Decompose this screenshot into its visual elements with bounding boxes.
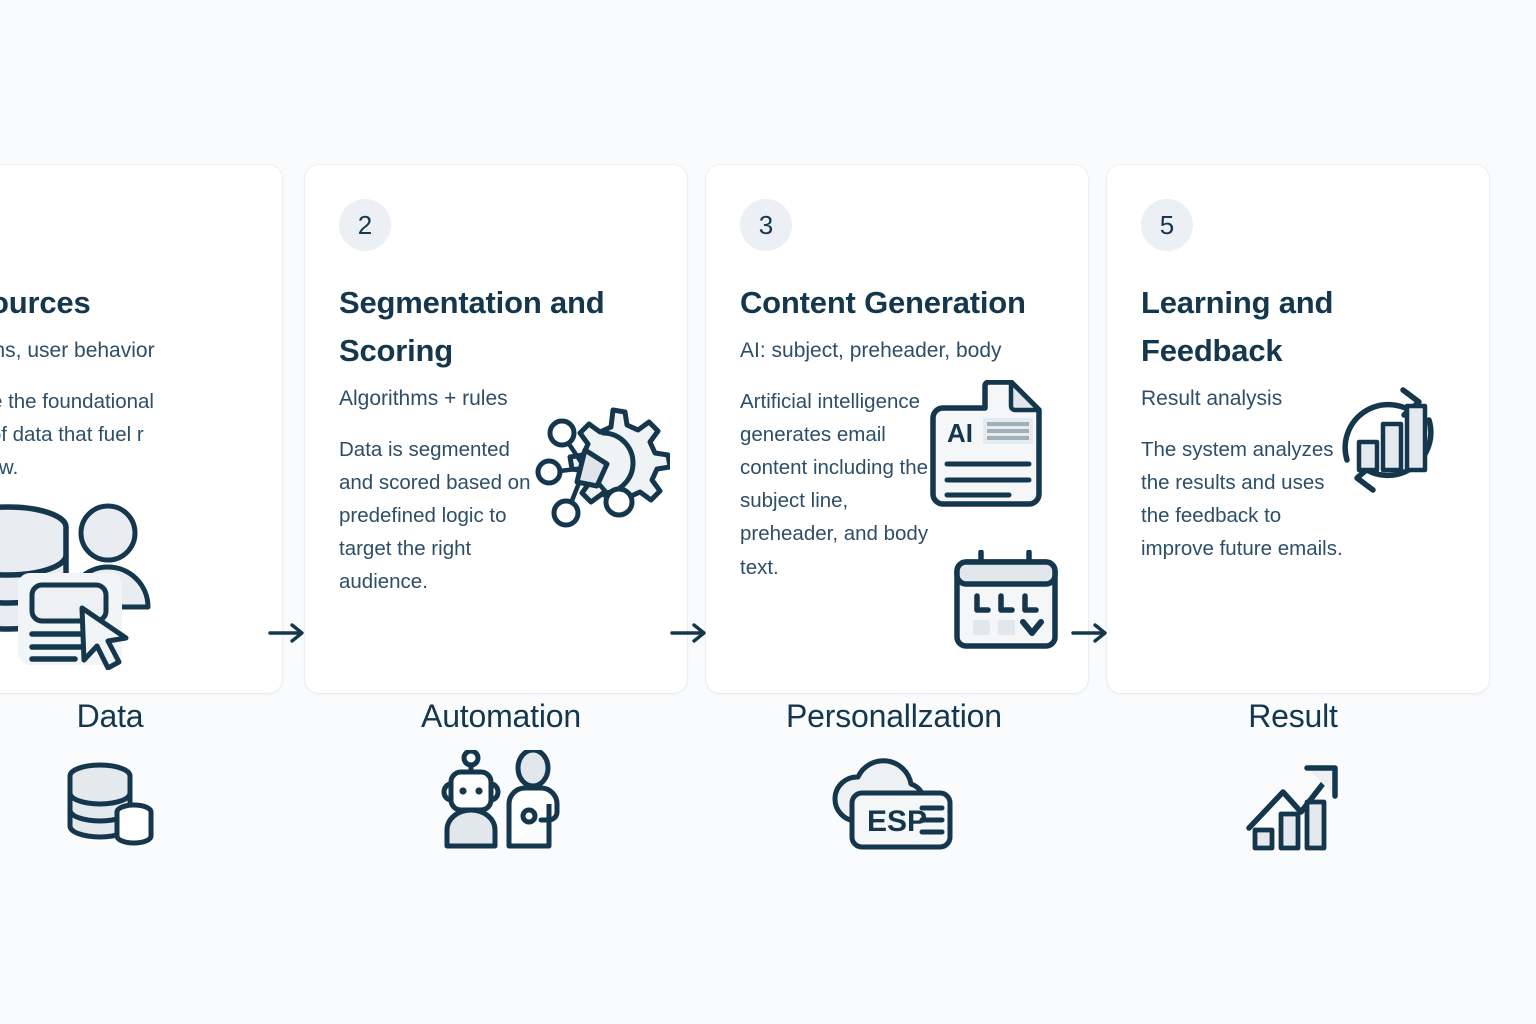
step-badge-3: 3 (740, 199, 792, 251)
flow-label: Data (76, 698, 144, 734)
step-number: 3 (758, 209, 774, 240)
flow-label: Result (1248, 698, 1338, 734)
ai-document-icon: AI (921, 380, 1046, 515)
card-title: Learning and Feedback (1141, 285, 1334, 369)
card-subtitle: Algorithms + rules (339, 387, 508, 411)
step-number: 2 (357, 209, 373, 240)
card-subtitle: AI: subject, preheader, body (740, 339, 1002, 363)
step-card-3[interactable]: 3 Content Generation AI: subject, prehea… (706, 165, 1088, 693)
flow-node-automation[interactable]: Automation (396, 698, 606, 849)
card-title: ta Sources (0, 285, 91, 320)
step-card-5[interactable]: 5 Learning and Feedback Result analysis … (1107, 165, 1489, 693)
card-body: Data is segmented and scored based on pr… (339, 437, 531, 594)
card-connector-arrow-3 (1071, 620, 1109, 646)
cloud-esp-icon: ESP (786, 754, 996, 850)
card-subtitle: Result analysis (1141, 387, 1283, 411)
card-subtitle: M, forms, user behavior (0, 339, 155, 363)
flow-label: Personallzation (786, 698, 1002, 734)
robot-person-icon (396, 750, 606, 849)
card-connector-arrow-2 (670, 620, 708, 646)
card-body: The system analyzes the results and uses… (1141, 437, 1343, 561)
step-card-2[interactable]: 2 Segmentation and Scoring Algorithms + … (305, 165, 687, 693)
step-badge-5: 5 (1141, 199, 1193, 251)
growth-chart-icon (1188, 760, 1398, 852)
gear-network-icon (535, 400, 670, 540)
card-connector-arrow-1 (268, 620, 306, 646)
flow-node-personalization[interactable]: Personallzation ESP (786, 698, 1002, 850)
step-badge-2: 2 (339, 199, 391, 251)
flow-node-result[interactable]: Result (1188, 700, 1398, 852)
step-card-1[interactable]: 1 ta Sources M, forms, user behavior ese… (0, 165, 282, 693)
database-icon (5, 760, 215, 852)
bar-chart-refresh-icon (1329, 380, 1447, 500)
esp-badge-label: ESP (867, 805, 927, 838)
calendar-icon (951, 550, 1061, 650)
database-user-cursor-icon (0, 495, 160, 670)
flow-node-data[interactable]: Data (5, 700, 215, 852)
card-body: ese are the foundational urces of data t… (0, 389, 154, 479)
pipeline-flow: Data Automation (0, 700, 1536, 930)
doc-ai-label: AI (947, 418, 973, 448)
card-title: Content Generation (740, 285, 1026, 320)
card-body: Artificial intelligence generates email … (740, 389, 929, 579)
card-title: Segmentation and Scoring (339, 285, 605, 369)
flow-label: Automation (421, 698, 581, 734)
process-step-cards: 1 ta Sources M, forms, user behavior ese… (0, 165, 1536, 695)
step-number: 5 (1159, 209, 1175, 240)
